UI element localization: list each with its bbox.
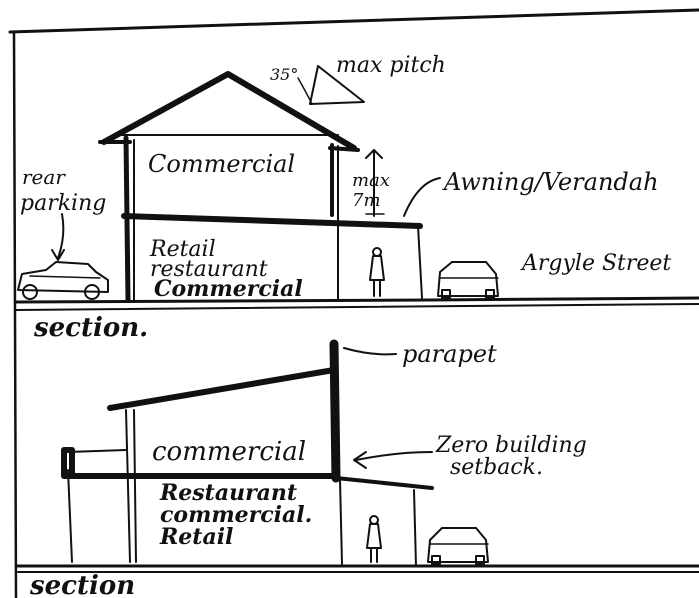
ground-use-3-label-bottom: Retail [159, 524, 233, 550]
upper-floor-use-label-bottom: commercial [152, 437, 306, 467]
awning-label: Awning/Verandah [442, 168, 659, 196]
ground-use-2-label: restaurant [150, 257, 268, 282]
rear-label: rear [22, 165, 66, 189]
ground-use-3-label: Commercial [154, 276, 303, 302]
setback-label-line2: setback. [450, 455, 543, 480]
gable-roof [101, 71, 357, 151]
setback-label-line1: Zero building [435, 433, 587, 458]
height-value-label: 7m [352, 190, 381, 211]
top-section: 35° max pitch Commercial max 7m Awning/V… [14, 53, 699, 343]
sketch-frame [8, 8, 699, 598]
parapet-label: parapet [402, 340, 497, 368]
pitch-angle-label: 35° [270, 65, 298, 84]
ground-use-1-label-bottom: Restaurant [159, 480, 297, 506]
pitch-triangle [309, 65, 365, 105]
bottom-section-label: section [29, 571, 135, 598]
ground-use-1-label: Retail [149, 237, 216, 262]
parking-label: parking [20, 191, 106, 216]
street-name-label: Argyle Street [520, 251, 671, 276]
parked-car-rear [17, 261, 109, 300]
person-figure-bottom [366, 515, 382, 563]
height-max-label: max [352, 170, 390, 191]
floor-slab [121, 213, 423, 229]
ground-line [14, 298, 432, 304]
skillion-roof [107, 367, 337, 411]
bottom-section: parapet commercial Zero building setback… [16, 339, 699, 598]
top-section-label: section. [33, 313, 148, 343]
parapet-wall [329, 339, 341, 483]
ground-use-2-label-bottom: commercial. [160, 502, 312, 528]
upper-floor-use-label: Commercial [148, 150, 295, 178]
street-car [437, 261, 499, 299]
person-figure [369, 247, 385, 297]
max-pitch-label: max pitch [336, 53, 446, 78]
street-car-bottom [427, 527, 489, 565]
